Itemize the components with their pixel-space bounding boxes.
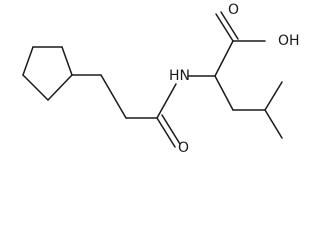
isobutyl-side-chain [214,75,283,139]
ring-bond [61,46,73,76]
carboxylic-acid-group: O OH [214,2,300,77]
side-chain-bond [214,75,234,111]
hydroxyl-label: OH [278,33,300,49]
propanoyl-chain [71,74,158,119]
chain-bond [100,74,127,119]
amide-c-o-double-bond-2 [161,114,181,145]
amide-c-n-bond [156,83,177,119]
alpha-carboxyl-bond [214,40,234,77]
cyclopentane-ring [22,46,73,101]
side-chain-bond [264,109,283,139]
chemical-structure: HN O O OH [22,2,300,155]
ring-bond [22,46,34,76]
amine-label: HN [169,68,190,84]
acid-oxygen-label: O [228,2,239,18]
ring-bond [22,74,49,101]
ring-bond [47,74,73,101]
acid-c-o-double-bond-2 [220,11,239,40]
side-chain-bond [264,81,283,111]
amide-group: HN O [156,68,190,155]
amide-oxygen-label: O [178,140,189,155]
amide-c-o-double-bond-1 [156,117,176,148]
acid-c-o-double-bond-1 [215,13,234,42]
